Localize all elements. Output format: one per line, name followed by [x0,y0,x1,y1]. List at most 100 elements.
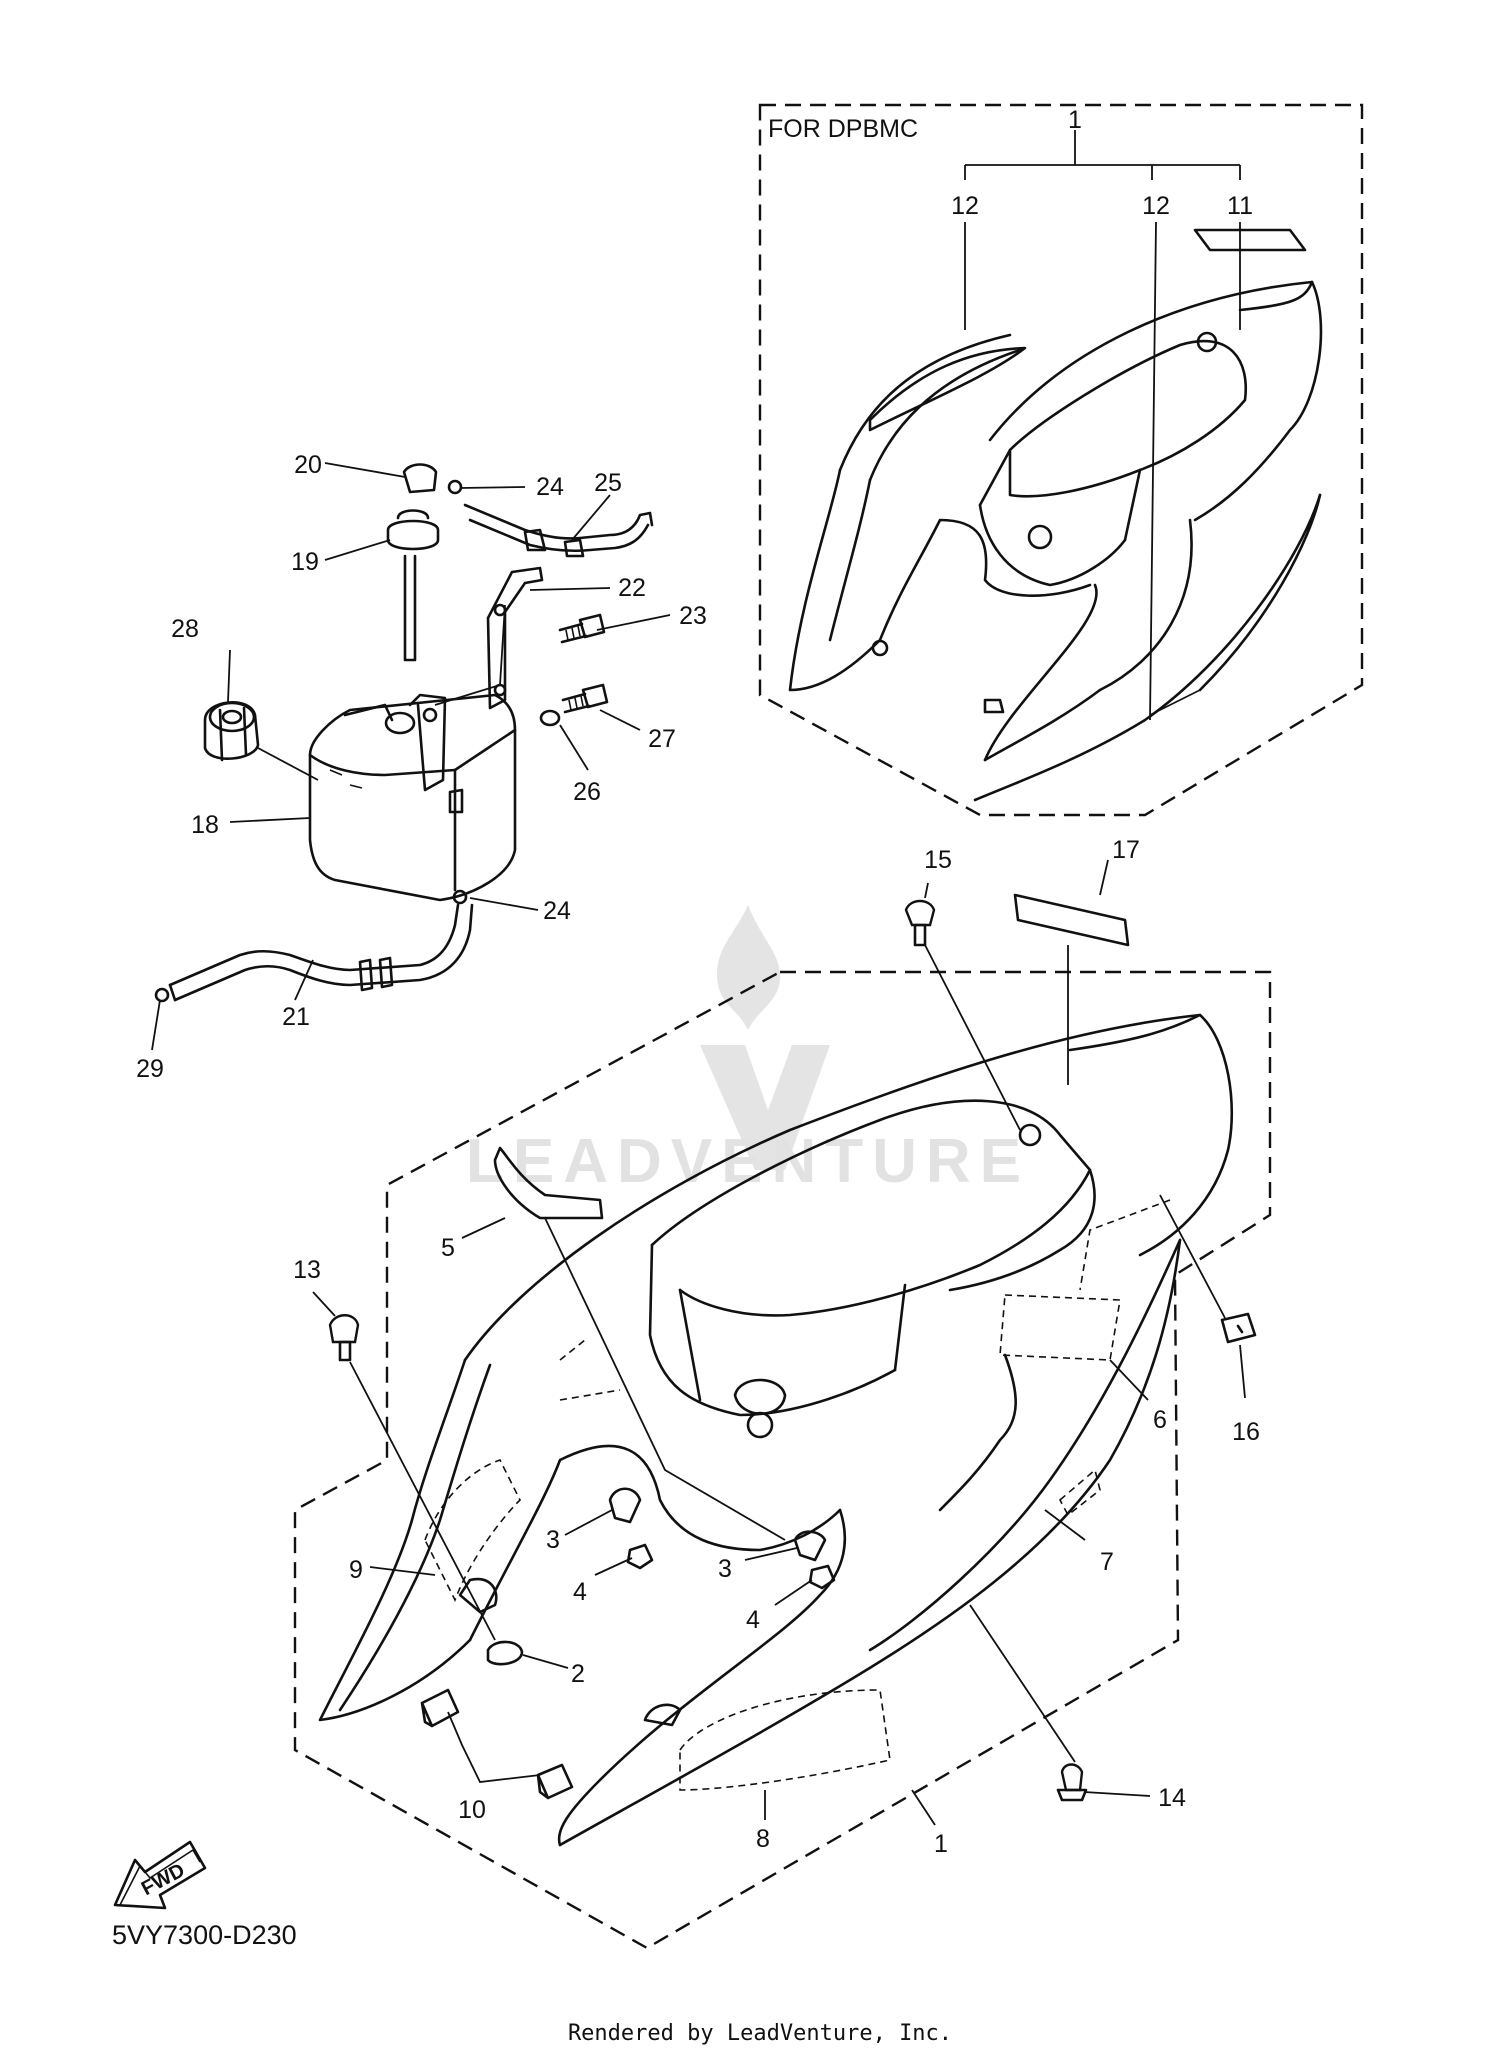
bolt-27 [561,683,609,714]
nut-4-right [808,1564,836,1590]
leader-24-top [459,486,526,489]
leader-6 [1109,1359,1149,1401]
leader-2 [522,1654,569,1669]
leader-21 [294,959,314,1001]
leader-22 [529,587,611,591]
nut-4-left [626,1543,654,1570]
callout-18: 18 [191,811,219,839]
callout-16: 16 [1232,1418,1260,1446]
leader-18 [229,817,311,823]
callout-1-bottom: 1 [934,1830,948,1858]
callout-3-right: 3 [718,1555,732,1583]
leader-14 [969,1604,1151,1797]
callout-12-left: 12 [951,192,979,220]
bolt-15 [904,899,936,947]
callout-4-left: 4 [573,1578,587,1606]
clip-24-bottom [452,889,468,905]
bolt-14 [1056,1763,1088,1802]
callout-24-bottom: 24 [543,897,571,925]
leader-13 [312,1291,496,1641]
cover-panel-6 [999,1294,1121,1361]
cushion-strip-5 [493,1146,604,1220]
callout-10: 10 [458,1796,486,1824]
callout-6: 6 [1153,1406,1167,1434]
leader-5 [461,1217,506,1239]
leader-26 [559,724,589,771]
leader-3-right [744,1547,798,1561]
leader-20 [324,462,406,478]
vent-elbow-20 [402,463,438,494]
breather-hose-25 [463,503,654,540]
main-dashed-boundary [293,970,1272,1950]
leader-3-left [564,1509,613,1536]
callout-5: 5 [441,1234,455,1262]
callout-14: 14 [1158,1784,1186,1812]
rubber-strip-7 [1058,1468,1101,1517]
leader-17 [1067,859,1109,1085]
callout-11: 11 [1227,192,1253,220]
variant-section: FOR DPBMC 1 12 12 11 [758,103,1364,817]
leader-19 [324,539,391,561]
leader-4-left [594,1557,633,1576]
callout-15: 15 [924,846,952,874]
leader-23 [596,614,671,631]
diagram-code: 5VY7300-D230 [112,1920,297,1950]
callout-24-top: 24 [536,473,564,501]
clip-29 [154,987,170,1003]
seat-cowl-variant [788,280,1323,802]
variant-label: FOR DPBMC [768,115,918,143]
grommet-2 [486,1640,524,1666]
callout-26: 26 [573,778,601,806]
clip-nut-16 [1220,1312,1257,1344]
callout-1-top: 1 [1068,106,1082,134]
cover-panel-9 [424,1459,521,1602]
callout-4-right: 4 [746,1606,760,1634]
grommet-28 [203,701,260,762]
bolt-13 [328,1314,360,1362]
emblem-strip-11 [1193,228,1307,252]
variant-dashed-boundary [758,103,1364,817]
damper-10-left [420,1688,460,1728]
leader-5b [544,1217,786,1541]
leader-4-right [774,1579,813,1606]
watermark-text: LEADVENTURE [466,1127,1030,1196]
leader-12-right [1149,221,1157,721]
leader-29 [151,999,161,1051]
leader-9 [369,1566,436,1576]
oil-tank-18 [308,693,517,902]
callout-19: 19 [291,548,319,576]
leader-10 [447,1711,541,1783]
leader-28b [257,747,319,781]
leader-7 [1044,1509,1086,1541]
leader-27 [599,709,641,731]
watermark: LEADVENTURE [466,905,1030,1196]
cover-panel-8 [679,1689,891,1791]
callout-9: 9 [349,1556,363,1584]
callout-21: 21 [282,1003,310,1031]
seat-cowl-main [318,1013,1234,1847]
callout-20: 20 [294,451,322,479]
callout-7: 7 [1100,1548,1114,1576]
main-cowl-section: 15 17 5 13 6 16 3 3 4 4 9 7 2 10 8 1 14 [293,836,1272,1950]
leader-25 [571,494,611,541]
decal-strip-12 [868,346,1027,432]
callout-27: 27 [648,725,676,753]
render-credit: Rendered by LeadVenture, Inc. [568,2021,952,2046]
tank-assembly: 20 24 25 19 22 23 28 27 18 26 24 21 29 [136,451,707,1083]
callout-28: 28 [171,615,199,643]
callout-29: 29 [136,1055,164,1083]
drain-hose-21 [168,903,460,987]
damper-3-left [608,1487,642,1524]
leader-1-bottom [911,1789,936,1826]
leader-28 [227,649,231,703]
callout-23: 23 [679,602,707,630]
emblem-strip-17 [1013,893,1130,947]
callout-17: 17 [1112,836,1140,864]
callout-12-right: 12 [1142,192,1170,220]
callout-bracket-1 [964,130,1241,180]
damper-10-right [536,1763,574,1800]
leader-15 [924,882,1021,1131]
leader-24-bottom [469,897,539,911]
clip-24-top [447,479,463,495]
callout-22: 22 [618,574,646,602]
